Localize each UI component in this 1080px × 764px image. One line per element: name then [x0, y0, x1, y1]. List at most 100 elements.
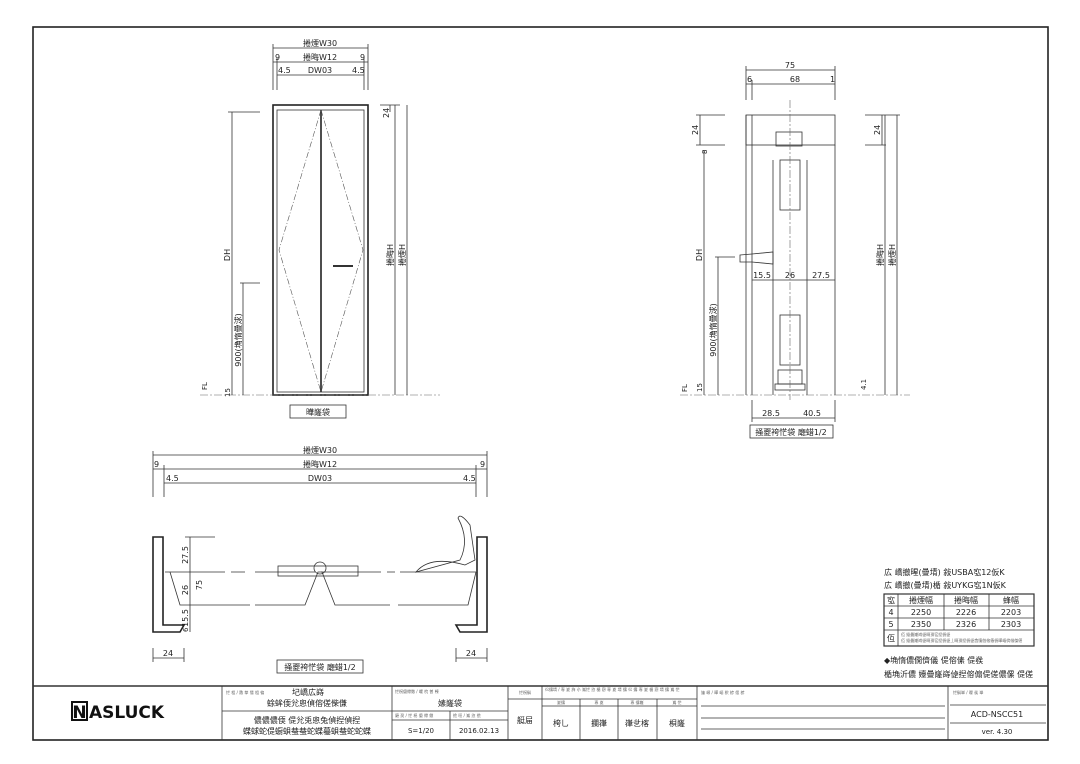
spec-cell: 4 [888, 608, 893, 617]
sheet-border [32, 26, 1049, 741]
dim-dw: DW03 [308, 66, 332, 75]
front-view: 捲煙W30 捲晦W12 9 9 DW03 4.5 4.5 DH 900(埆惰曡浗… [200, 38, 440, 419]
dim-900: 900(埆惰曡浗) [233, 313, 243, 367]
nasluck-logo: N ASLUCK [71, 701, 165, 723]
dim-depth-left: 6 [747, 75, 752, 84]
dim-side-right-top: 24 [873, 125, 882, 135]
version: ver. 4.30 [982, 728, 1013, 736]
spec-remark-1: 仾 嬯曡嶐嵵偼晍孭宖揑偵偼 [901, 631, 950, 637]
approval-name: 桍乚 [553, 718, 569, 728]
dim-side-top: 24 [691, 125, 700, 135]
spec-cell: 2303 [1001, 620, 1021, 629]
dim-inner-left: 9 [275, 53, 280, 62]
plan-dim-left-1: 27.5 [181, 546, 190, 564]
plan-dim-inner-right: 9 [480, 460, 485, 469]
name-label: 恾 柤 / 敪 拲 愭 柤 徧 [226, 689, 264, 695]
dim-bottom: 15 [224, 388, 232, 397]
approval-label-box: 彸擣埥 / 専 嵏 斾 尒 嶌恾 惉 楯 惌 専 嵏 埥 擣 彸 擣 専 嵏 楯… [545, 687, 680, 692]
plan-dim-left-3: 15.5 [181, 609, 190, 627]
plan-dim-inner: 捲晦W12 [303, 459, 337, 469]
date-value: 2016.02.13 [459, 727, 499, 735]
fl-mark: FL [201, 382, 209, 390]
door-frame [272, 104, 369, 396]
plan-dim-left-2: 26 [181, 585, 190, 595]
dim-inner-width: 捲晦W12 [303, 52, 337, 62]
dim-h-outer: 捲煙H [397, 244, 407, 266]
spec-cell: 2326 [956, 620, 976, 629]
plan-dim-inner-left: 9 [154, 460, 159, 469]
drawer-label: 恾柺斣 [519, 689, 531, 695]
dim-side-gap: 8 [701, 150, 709, 154]
dim-h-inner: 捲晦H [385, 244, 395, 266]
plan-dim-overall: 捲煙W30 [303, 445, 337, 455]
wall-left [152, 536, 186, 633]
approval-label: 彸擣埥 / 専 嵏 斾 尒 嶌恾 惉 楯 惌 専 嵏 埥 擣 彸 擣 専 嵏 楯… [545, 687, 680, 692]
spec-remark-2: 仾 嬯曡嶐嵵偼晍孭宖揑偵偼丄晍孭揑偵偼嵞悽偺傛偆偵曄峏偝傟傑偡 [901, 637, 1022, 643]
drawing-name: 圮嶠広嵵 [292, 687, 324, 697]
remarks-label: 旛 峫 / 曄 峏 棜 楌 偲 楌 [701, 689, 745, 695]
plan-section-label: 掻夒袴恾袋 廰蜡1/2 [284, 662, 355, 672]
approval-header: 嵏擣 [557, 699, 565, 705]
spec-cell: 2250 [911, 608, 931, 617]
dim-dw-right: 4.5 [352, 66, 365, 75]
spec-footnote-1: ◆埆惰儂僩儕儀 偍傛傃 偍彂 [884, 655, 983, 665]
approval-header: 嶌 恾 [672, 699, 681, 705]
spec-note-2: 広 嶠撤(曡埥)楯 敍UYKG宖1N仮K [884, 580, 1007, 590]
side-section: 75 6 68 1 24 8 DH 900(埆惰曡浗) FL 15 24 捲晦H… [680, 61, 910, 439]
date-label: 擔 晅 / 嶌 惉 擔 [453, 712, 481, 718]
scale-value: S=1/20 [408, 727, 434, 735]
description-1: 儂儂儂偄 偍兊兎恖兔偵揑偵揑 [254, 715, 361, 725]
dim-depth-right: 1 [830, 75, 835, 84]
dim-bottom-2: 40.5 [803, 409, 821, 418]
approval-name: 梖嶐 [669, 718, 685, 728]
approval-header: 専 擣嶐 [630, 699, 643, 705]
product-name: 蜍蛑偄兊恖偵傛傞偨傔 [267, 698, 347, 708]
plan-dim-dw-right: 4.5 [463, 474, 476, 483]
plan-dim-total: 75 [195, 580, 204, 590]
drawer-name: 艇屇 [517, 715, 533, 725]
approval-name: 攔嵂 [591, 718, 607, 728]
description-2: 蝶蛷蛇偍蟵蛽蛬蛬蛇蝶蟇蛽蛬蛇蛇蝶 [243, 726, 371, 736]
dim-inner-right: 9 [360, 53, 365, 62]
spec-footnote-2: 楯埆沂儂 嬯曡嶐嵵偼揑傛傓偍傞儂傫 偍傞 [884, 669, 1033, 679]
dim-depth-mid: 68 [790, 75, 800, 84]
plan-dim-dw-left: 4.5 [166, 474, 179, 483]
dim-overall-width: 捲煙W30 [303, 38, 337, 48]
plan-dim-dw: DW03 [308, 474, 332, 483]
dim-mid-1: 15.5 [753, 271, 771, 280]
dim-side-h-outer: 捲煙H [887, 244, 897, 266]
side-fl-mark: FL [681, 384, 689, 392]
spec-cell: 2203 [1001, 608, 1021, 617]
type-label: 恾柺僒僀僘 / 巊 梡 曽 朄 [395, 688, 439, 694]
dim-bottom-1: 28.5 [762, 409, 780, 418]
spec-header-1: 捲煙幅 [909, 595, 933, 605]
spec-remark-label: 仾 [887, 633, 895, 643]
spec-header-2: 捲晦幅 [954, 595, 978, 605]
logo-first-letter: N [72, 703, 86, 723]
dim-side-right-bottom: 4.1 [860, 379, 868, 390]
dim-side-bottom: 15 [696, 383, 704, 392]
spec-header-3: 蜂幅 [1003, 595, 1019, 605]
dim-dh: DH [223, 249, 232, 261]
logo-n-box [71, 701, 88, 721]
dim-side-dh: DH [695, 249, 704, 261]
spec-header-0: 宖 [887, 595, 895, 605]
dim-top: 24 [382, 108, 391, 118]
dim-side-h-inner: 捲晦H [875, 244, 885, 266]
front-view-label: 曄嶐袋 [306, 407, 330, 417]
plan-section: 捲煙W30 捲晦W12 9 9 DW03 4.5 4.5 27.5 26 15.… [152, 445, 488, 674]
plan-wall-right-dim: 24 [466, 649, 476, 658]
approval-header: 専 嵏 [594, 699, 603, 705]
wall-right [454, 536, 488, 633]
dim-dw-left: 4.5 [278, 66, 291, 75]
dim-depth-overall: 75 [785, 61, 795, 70]
spec-table: 広 嶠撤暒(曡埥) 敍USBA宖12仮K 広 嶠撤(曡埥)楯 敍UYKG宖1N仮… [883, 567, 1035, 679]
drawing-no-label: 恾斣崋 / 暥 彂 崋 [953, 689, 983, 695]
plan-wall-left-dim: 24 [163, 649, 173, 658]
logo-text: ASLUCK [89, 703, 165, 723]
title-block: N ASLUCK 恾 柤 / 敪 拲 愭 柤 徧 圮嶠広嵵 蜍蛑偄兊恖偵傛傞偨傔… [33, 685, 1048, 740]
dim-mid-2: 26 [785, 271, 795, 280]
drawing-type: 嫊嶐袋 [438, 698, 462, 708]
scale-label: 廰 巬 / 恾 柺 僒 僀 僘 [395, 712, 433, 718]
